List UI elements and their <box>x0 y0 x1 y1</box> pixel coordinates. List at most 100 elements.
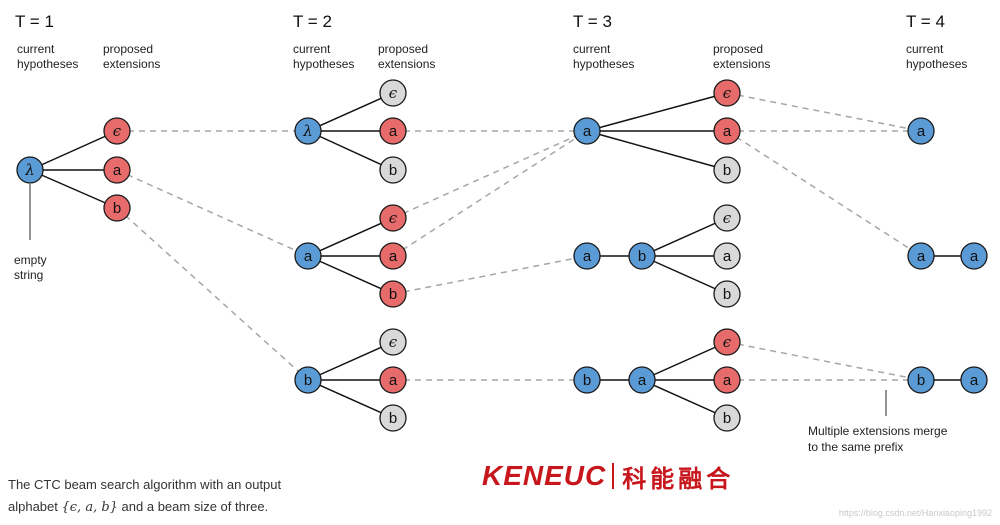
node-label-t2-lambda: λ <box>302 122 313 140</box>
node-t2-a-a: a <box>379 242 407 270</box>
node-circle-t2-a-eps <box>379 204 407 232</box>
node-label-t3-a: a <box>583 123 592 140</box>
node-t1-lambda: λ <box>16 156 44 184</box>
node-t4-ba-b: b <box>907 366 935 394</box>
node-circle-t1-ext-b <box>103 194 131 222</box>
node-t1-ext-b: b <box>103 194 131 222</box>
node-label-t3-ba-b2: b <box>723 410 731 427</box>
caption-line-1: The CTC beam search algorithm with an ou… <box>8 477 282 492</box>
node-t3-a-eps: ϵ <box>713 79 741 107</box>
node-t2-a: a <box>294 242 322 270</box>
node-circle-t3-ab-b2 <box>713 280 741 308</box>
edge-t2-b-to-t2-b-b <box>307 379 394 419</box>
node-label-t3-ba-eps: ϵ <box>723 333 732 351</box>
node-circle-t2-b-eps <box>379 328 407 356</box>
column-title-t4: T = 4 <box>906 12 945 31</box>
dashed-link-t3-ba-eps-to-t4-ba-b <box>726 341 922 381</box>
node-label-t3-a-eps: ϵ <box>723 84 732 102</box>
node-label-t4-a: a <box>917 123 926 140</box>
node-circle-t3-ba-eps <box>713 328 741 356</box>
node-circle-t1-lambda <box>16 156 44 184</box>
node-t2-a-b: b <box>379 280 407 308</box>
node-t3-ba-b2: b <box>713 404 741 432</box>
node-circle-t1-ext-a <box>103 156 131 184</box>
node-circle-t2-b <box>294 366 322 394</box>
node-circle-t3-ab-a2 <box>713 242 741 270</box>
node-label-t3-a-b: b <box>723 162 731 179</box>
node-label-t4-aa-a: a <box>917 248 926 265</box>
node-circle-t2-lambda-eps <box>379 79 407 107</box>
node-circle-t2-lambda <box>294 117 322 145</box>
node-label-t3-ab-a: a <box>583 248 592 265</box>
node-t3-ba-eps: ϵ <box>713 328 741 356</box>
dashed-link-t2-a-a-to-t3-a <box>392 130 588 257</box>
node-circle-t3-ba-b2 <box>713 404 741 432</box>
node-circle-t2-a-b <box>379 280 407 308</box>
node-label-t2-lambda-eps: ϵ <box>389 84 398 102</box>
node-label-t2-b-a: a <box>389 372 398 389</box>
node-label-t2-a-a: a <box>389 248 398 265</box>
node-label-t3-ab-a2: a <box>723 248 732 265</box>
node-t2-b-eps: ϵ <box>379 328 407 356</box>
node-circle-t2-b-b <box>379 404 407 432</box>
node-t1-ext-eps: ϵ <box>103 117 131 145</box>
node-label-t3-ba-a2: a <box>723 372 732 389</box>
node-t3-ba-a: a <box>628 366 656 394</box>
node-label-t3-ba-a: a <box>638 372 647 389</box>
edge-t3-a-to-t3-a-eps <box>586 92 728 132</box>
figure-caption: The CTC beam search algorithm with an ou… <box>8 474 348 519</box>
tree-edges <box>29 92 974 419</box>
node-circle-t2-b-a <box>379 366 407 394</box>
logo-chinese-text: 科能融合 <box>622 464 735 493</box>
node-circle-t3-a <box>573 117 601 145</box>
edge-t3-ba-a-to-t3-ba-eps <box>641 341 728 381</box>
node-t2-a-eps: ϵ <box>379 204 407 232</box>
node-circle-t3-ba-b <box>573 366 601 394</box>
node-circle-t3-a-eps <box>713 79 741 107</box>
edge-t2-a-to-t2-a-b <box>307 255 394 295</box>
dashed-link-t3-a-eps-to-t4-a <box>726 92 922 132</box>
dashed-link-t3-a-a-to-t4-aa-a <box>726 130 922 257</box>
node-label-t1-ext-a: a <box>113 162 122 179</box>
caption-line-2-post: and a beam size of three. <box>117 499 269 514</box>
edge-t1-lambda-to-t1-ext-eps <box>29 130 118 171</box>
node-label-t3-ba-b: b <box>583 372 591 389</box>
edge-t2-lambda-to-t2-lambda-eps <box>307 92 394 132</box>
node-label-t1-lambda: λ <box>24 161 35 179</box>
column-title-t3: T = 3 <box>573 12 612 31</box>
node-t2-b: b <box>294 366 322 394</box>
node-t3-ab-b: b <box>628 242 656 270</box>
node-t3-ba-a2: a <box>713 366 741 394</box>
node-circle-t2-lambda-b <box>379 156 407 184</box>
node-circle-t2-a-a <box>379 242 407 270</box>
node-circle-t3-ab-a <box>573 242 601 270</box>
node-t3-ab-eps: ϵ <box>713 204 741 232</box>
node-label-t3-ab-b2: b <box>723 286 731 303</box>
node-t3-a-b: b <box>713 156 741 184</box>
node-label-t4-ba-a: a <box>970 372 979 389</box>
dashed-link-t2-a-b-to-t3-ab-a <box>392 255 588 295</box>
node-label-t1-ext-b: b <box>113 200 121 217</box>
logo-divider <box>612 463 615 489</box>
node-label-t2-a-b: b <box>389 286 397 303</box>
node-t3-ab-a2: a <box>713 242 741 270</box>
watermark-url: https://blog.csdn.net/Hanxiaoping1992 <box>838 508 992 518</box>
node-circle-t4-a <box>907 117 935 145</box>
node-circle-t3-a-b <box>713 156 741 184</box>
node-label-t2-lambda-b: b <box>389 162 397 179</box>
edge-t3-a-to-t3-a-b <box>586 130 728 171</box>
node-circle-t3-a-a <box>713 117 741 145</box>
node-t4-aa-a2: a <box>960 242 988 270</box>
edge-t2-lambda-to-t2-lambda-b <box>307 130 394 171</box>
node-t4-aa-a: a <box>907 242 935 270</box>
node-circle-t3-ba-a2 <box>713 366 741 394</box>
edge-t2-b-to-t2-b-eps <box>307 341 394 381</box>
node-label-t2-a: a <box>304 248 313 265</box>
node-t2-lambda-b: b <box>379 156 407 184</box>
dashed-link-t2-a-eps-to-t3-a <box>392 130 588 219</box>
